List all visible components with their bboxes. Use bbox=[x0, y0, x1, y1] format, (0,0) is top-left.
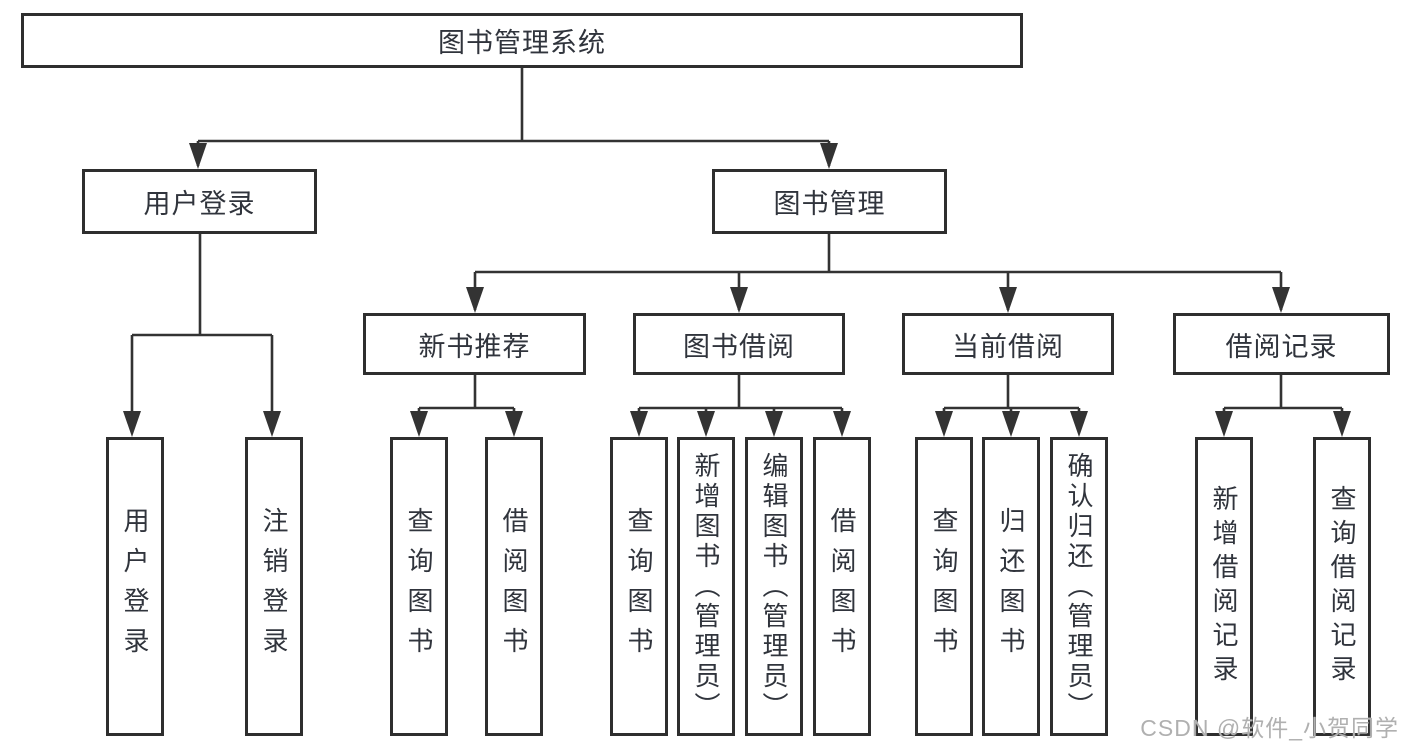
leaf-query-books-borrow: 查询图书 bbox=[610, 437, 668, 736]
node-label: 借阅图书 bbox=[499, 506, 529, 667]
node-label: 用户登录 bbox=[143, 189, 256, 219]
node-label: 图书管理 bbox=[773, 189, 886, 219]
node-label: 新增借阅记录 bbox=[1209, 484, 1239, 689]
node-label: 查询借阅记录 bbox=[1327, 484, 1357, 689]
leaf-confirm-return-admin: 确认归还（管理员） bbox=[1050, 437, 1108, 736]
node-book-management: 图书管理 bbox=[712, 169, 947, 234]
node-borrowing-records: 借阅记录 bbox=[1173, 313, 1390, 375]
leaf-query-books-recommend: 查询图书 bbox=[390, 437, 448, 736]
leaf-add-book-admin: 新增图书（管理员） bbox=[677, 437, 735, 736]
node-label: 图书管理系统 bbox=[438, 28, 606, 58]
node-label: 归还图书 bbox=[996, 506, 1026, 667]
node-label: 新书推荐 bbox=[418, 331, 531, 362]
node-label: 查询图书 bbox=[624, 506, 654, 667]
leaf-add-borrow-record: 新增借阅记录 bbox=[1195, 437, 1253, 736]
node-label: 新增图书（管理员） bbox=[691, 451, 721, 722]
leaf-borrow-books: 借阅图书 bbox=[813, 437, 871, 736]
leaf-user-login: 用户登录 bbox=[106, 437, 164, 736]
leaf-edit-book-admin: 编辑图书（管理员） bbox=[745, 437, 803, 736]
node-new-book-recommendation: 新书推荐 bbox=[363, 313, 586, 375]
node-book-borrowing: 图书借阅 bbox=[633, 313, 845, 375]
node-label: 查询图书 bbox=[929, 506, 959, 667]
node-label: 确认归还（管理员） bbox=[1064, 451, 1094, 722]
leaf-borrow-books-recommend: 借阅图书 bbox=[485, 437, 543, 736]
node-user-login: 用户登录 bbox=[82, 169, 317, 234]
leaf-return-books: 归还图书 bbox=[982, 437, 1040, 736]
node-label: 注销登录 bbox=[259, 506, 289, 667]
node-current-borrowing: 当前借阅 bbox=[902, 313, 1114, 375]
leaf-query-books-current: 查询图书 bbox=[915, 437, 973, 736]
arrowheads bbox=[123, 143, 1351, 437]
node-label: 编辑图书（管理员） bbox=[759, 451, 789, 722]
csdn-watermark: CSDN @软件_小贺同学 bbox=[1140, 715, 1399, 741]
node-label: 当前借阅 bbox=[952, 331, 1064, 362]
node-label: 借阅图书 bbox=[827, 506, 857, 667]
node-label: 图书借阅 bbox=[683, 331, 795, 362]
node-library-management-system: 图书管理系统 bbox=[21, 13, 1023, 68]
leaf-query-borrow-record: 查询借阅记录 bbox=[1313, 437, 1371, 736]
node-label: 查询图书 bbox=[404, 506, 434, 667]
node-label: 用户登录 bbox=[120, 506, 150, 667]
leaf-logout: 注销登录 bbox=[245, 437, 303, 736]
node-label: 借阅记录 bbox=[1225, 331, 1338, 362]
